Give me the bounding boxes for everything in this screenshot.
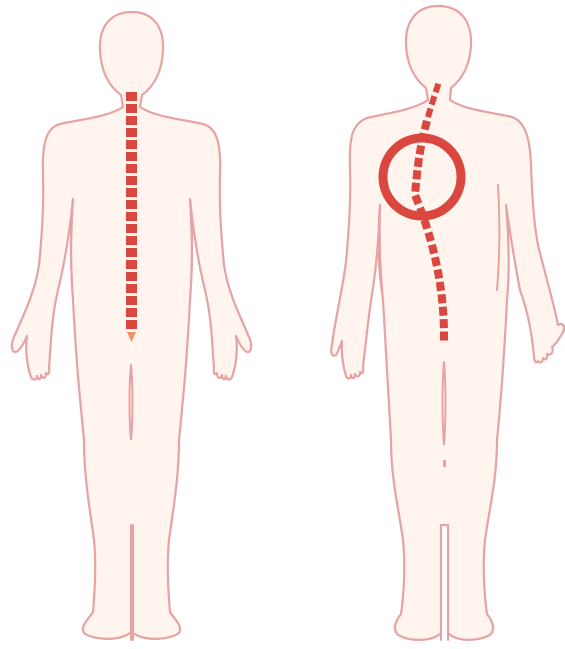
vertebra	[126, 296, 137, 305]
figure-normal-spine	[12, 12, 251, 640]
vertebra	[126, 104, 137, 113]
vertebra	[416, 145, 425, 155]
vertebra	[126, 224, 137, 233]
vertebra	[126, 200, 137, 209]
vertebra	[126, 260, 137, 269]
leg-gap-left	[131, 525, 133, 640]
vertebra	[126, 320, 137, 329]
vertebra	[126, 116, 137, 125]
vertebra	[126, 140, 137, 149]
vertebra	[412, 170, 421, 180]
vertebra	[411, 182, 420, 192]
figure-curved-spine	[331, 6, 564, 640]
vertebra	[126, 272, 137, 281]
vertebra	[126, 236, 137, 245]
vertebra	[126, 164, 137, 173]
vertebra	[126, 152, 137, 161]
vertebra	[440, 319, 448, 328]
vertebra	[126, 212, 137, 221]
vertebra	[126, 128, 137, 137]
vertebra	[414, 157, 423, 167]
vertebra	[126, 308, 137, 317]
vertebra	[126, 176, 137, 185]
tailbone-mark-right	[443, 460, 446, 467]
vertebra	[440, 332, 448, 341]
vertebra	[436, 281, 445, 291]
vertebra	[439, 306, 448, 316]
spine-normal	[126, 92, 137, 342]
vertebra	[434, 269, 443, 279]
vertebra	[126, 92, 137, 101]
vertebra	[126, 284, 137, 293]
vertebra	[126, 248, 137, 257]
vertebra	[126, 188, 137, 197]
vertebra	[438, 294, 447, 304]
